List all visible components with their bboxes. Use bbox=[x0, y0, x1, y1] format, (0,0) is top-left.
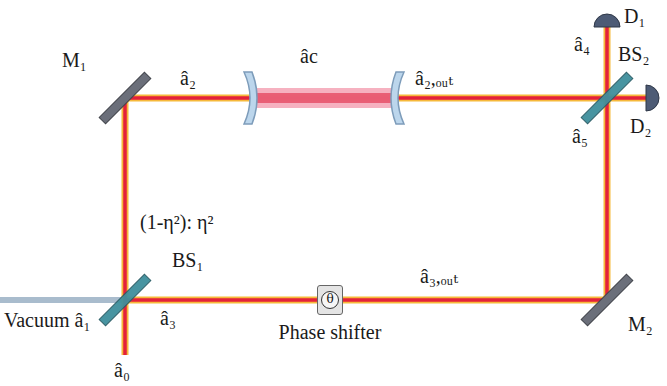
detector-d1 bbox=[594, 14, 620, 27]
optics-label: (1-η²): η² bbox=[140, 212, 213, 232]
beam-glow-segment bbox=[122, 98, 129, 355]
component-label: Phase shifter bbox=[279, 322, 382, 342]
optics-label: â₄ bbox=[574, 34, 590, 54]
phase-shifter-box: θPhase shifter bbox=[317, 285, 343, 315]
optics-label: â₃ bbox=[160, 308, 176, 328]
beam-glow-segment bbox=[125, 297, 607, 304]
cavity-field-core bbox=[252, 93, 396, 103]
optics-label: Vacuum â₁ bbox=[4, 310, 90, 330]
optics-label: D₁ bbox=[624, 6, 645, 26]
optics-label: M₁ bbox=[62, 50, 87, 70]
beam-segment bbox=[125, 298, 607, 302]
optics-label: M₂ bbox=[628, 314, 653, 334]
optics-label: BS₂ bbox=[618, 44, 649, 64]
cavity-output-mirror bbox=[391, 72, 404, 124]
optics-label: D₂ bbox=[630, 116, 651, 136]
beam-glow-segment bbox=[604, 26, 611, 300]
cavity-input-mirror bbox=[244, 72, 257, 124]
mirror-m2 bbox=[581, 274, 633, 326]
optics-label: BS₁ bbox=[172, 250, 203, 270]
mirror-m1 bbox=[99, 72, 151, 124]
beam-core bbox=[125, 26, 646, 355]
beam-glow bbox=[125, 26, 646, 355]
optics-label: â₅ bbox=[572, 126, 588, 146]
optics-label: âc bbox=[300, 46, 318, 66]
beam-segment bbox=[605, 26, 609, 300]
beam-segment bbox=[123, 98, 127, 355]
optics-label: â₀ bbox=[114, 360, 130, 380]
beam-splitter-bs2 bbox=[581, 72, 633, 124]
optics-label: â₂ bbox=[180, 68, 196, 88]
phase-symbol: θ bbox=[321, 291, 339, 309]
optics-label: â₂,ₒᵤₜ bbox=[415, 68, 453, 88]
cavity-field bbox=[252, 88, 396, 108]
optics-label: â₃,ₒᵤₜ bbox=[420, 266, 458, 286]
beam-splitter-bs1 bbox=[99, 274, 151, 326]
detector-d2 bbox=[646, 85, 659, 111]
vacuum-beam bbox=[0, 297, 125, 303]
